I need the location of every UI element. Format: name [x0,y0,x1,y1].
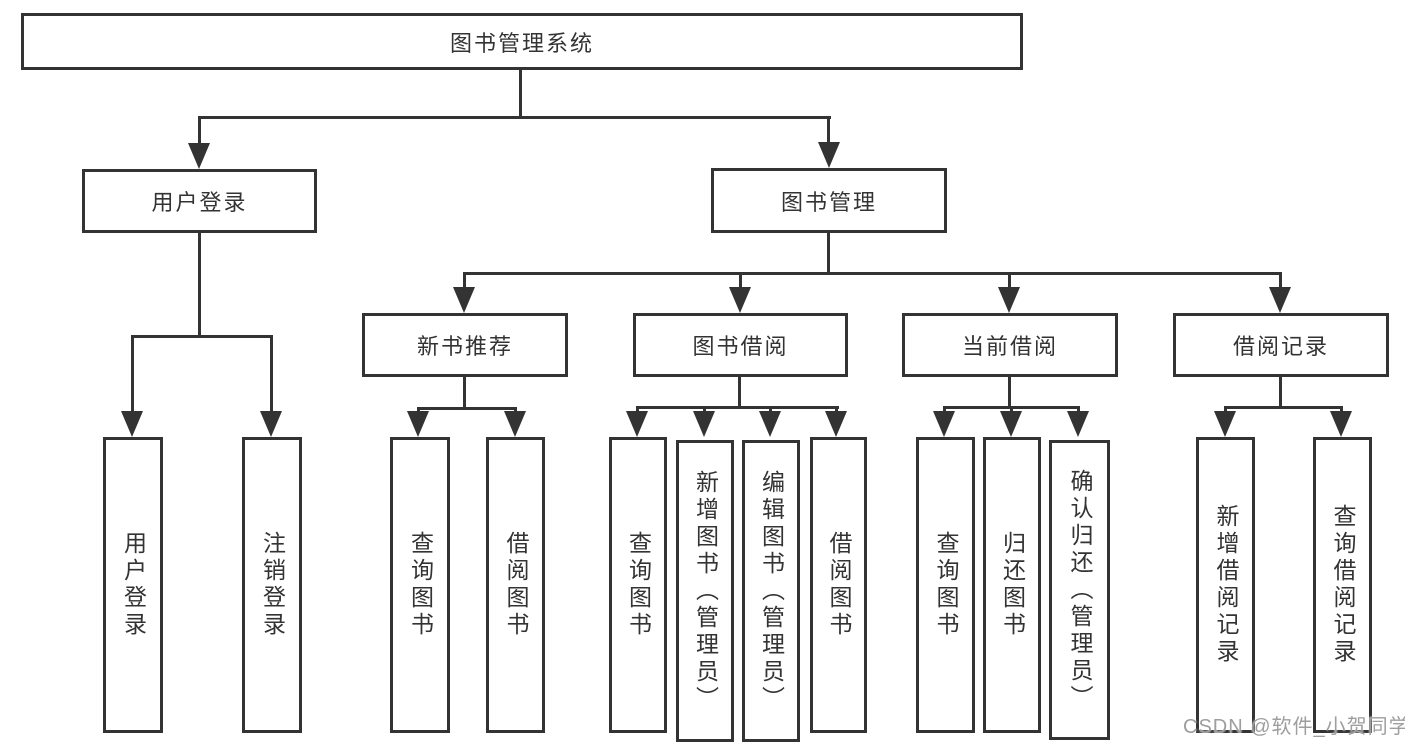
arrow-down-icon [260,411,282,437]
connector-line [1224,406,1227,414]
node-label: 查询图书 [933,531,959,639]
connector-line [827,116,830,144]
node-label: 借阅记录 [1232,334,1329,359]
connector-line [1224,406,1343,409]
connector-line [1010,406,1013,414]
leaf-edit-books-admin: 编辑图书（管理员） [742,440,800,742]
node-label: 借阅图书 [826,531,852,639]
connector-line [1077,406,1080,414]
node-label: 借阅图书 [503,531,529,639]
connector-line [463,272,1282,275]
connector-line [519,69,522,119]
node-new-book-recommend: 新书推荐 [362,313,568,377]
connector-line [417,407,517,410]
node-label: 编辑图书（管理员） [758,469,785,713]
node-label: 用户登录 [120,531,147,639]
arrow-down-icon [1269,287,1291,313]
node-label: 注销登录 [259,531,286,639]
connector-line [1340,406,1343,414]
node-book-borrowing: 图书借阅 [633,313,848,377]
connector-line [1279,377,1282,407]
leaf-query-books-current: 查询图书 [916,437,975,733]
watermark: CSDN @软件_小贺同学 [1183,716,1405,738]
arrow-down-icon [188,143,210,169]
leaf-confirm-return-admin: 确认归还（管理员） [1049,440,1110,740]
leaf-add-borrow-record: 新增借阅记录 [1196,437,1255,733]
node-library-management-system: 图书管理系统 [21,13,1023,70]
connector-line [1279,272,1282,290]
arrow-down-icon [504,411,526,437]
connector-line [131,335,134,415]
connector-line [739,272,742,290]
arrow-down-icon [693,411,715,437]
connector-line [270,335,273,415]
node-label: 确认归还（管理员） [1067,468,1093,712]
arrow-down-icon [453,287,475,313]
arrow-down-icon [407,411,429,437]
node-label: 查询图书 [407,531,434,639]
node-label: 当前借阅 [961,334,1058,359]
leaf-borrow-books-borrowing: 借阅图书 [810,437,867,733]
arrow-down-icon [1214,411,1236,437]
connector-line [703,406,706,414]
connector-line [1008,272,1011,290]
node-label: 新增借阅记录 [1213,504,1239,666]
arrow-down-icon [818,142,840,168]
connector-line [198,116,201,145]
leaf-return-books: 归还图书 [983,437,1041,733]
connector-line [827,233,830,273]
leaf-user-login: 用户登录 [103,437,163,733]
connector-line [769,406,772,414]
node-label: 图书管理系统 [449,30,594,56]
node-label: 新书推荐 [416,334,513,359]
node-user-login: 用户登录 [82,169,317,233]
arrow-down-icon [121,411,143,437]
node-label: 用户登录 [151,190,248,215]
leaf-borrow-books-recommend: 借阅图书 [486,437,545,733]
node-book-management: 图书管理 [711,168,947,233]
node-label: 图书管理 [780,189,877,215]
arrow-down-icon [626,411,648,437]
arrow-down-icon [1000,411,1022,437]
node-label: 新增图书（管理员） [692,469,719,713]
node-label: 归还图书 [999,531,1026,639]
node-label: 查询图书 [625,531,652,639]
connector-line [738,377,741,407]
arrow-down-icon [729,287,751,313]
connector-line [1008,377,1011,407]
connector-line [463,377,466,408]
node-label: 查询借阅记录 [1330,504,1356,666]
leaf-logout: 注销登录 [242,437,302,733]
arrow-down-icon [759,411,781,437]
connector-line [835,406,838,414]
leaf-query-books-borrowing: 查询图书 [609,437,667,733]
leaf-add-books-admin: 新增图书（管理员） [676,440,734,742]
node-borrowing-records: 借阅记录 [1173,313,1389,377]
arrow-down-icon [825,411,847,437]
arrow-down-icon [933,411,955,437]
connector-line [198,233,201,336]
connector-line [636,406,839,409]
arrow-down-icon [998,287,1020,313]
connector-line [131,335,273,338]
connector-line [943,406,946,414]
connector-line [198,116,831,119]
connector-line [636,406,639,414]
leaf-query-borrow-record: 查询借阅记录 [1313,437,1372,733]
arrow-down-icon [1330,411,1352,437]
node-current-borrowing: 当前借阅 [902,313,1118,377]
leaf-query-books-recommend: 查询图书 [390,437,450,733]
connector-line [463,272,466,290]
arrow-down-icon [1067,411,1089,437]
node-label: 图书借阅 [692,334,789,359]
